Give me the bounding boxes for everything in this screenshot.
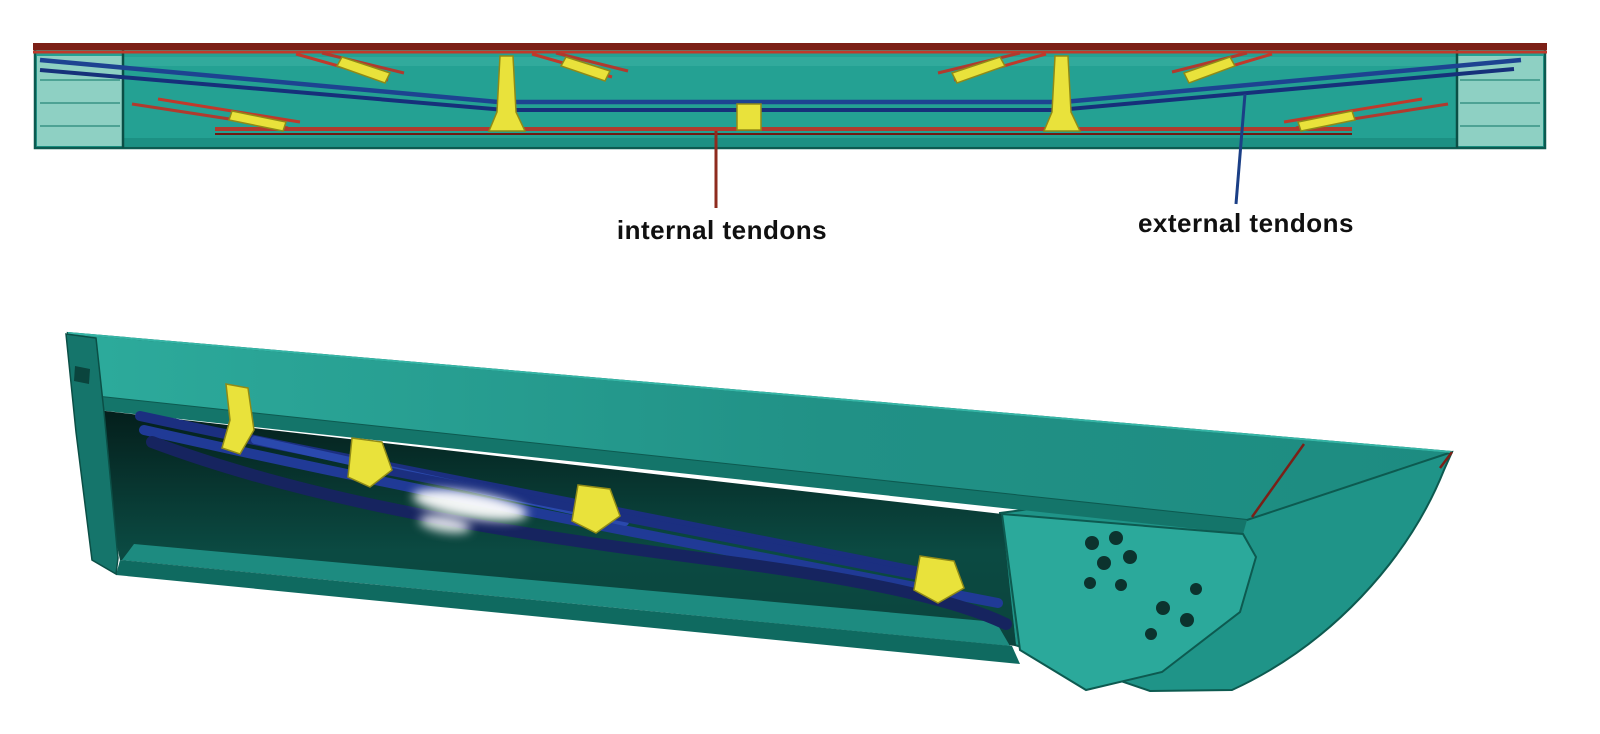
external-tendons-label: external tendons [1137, 208, 1355, 238]
segment-joint-line [1250, 443, 1306, 518]
highlight-glare-small [419, 515, 471, 533]
deviator-mid [736, 103, 762, 131]
left-end-notch [74, 366, 90, 384]
deviator-3d-1 [221, 383, 255, 455]
external-tendons [39, 57, 1522, 112]
segment-joint-tip [1439, 451, 1453, 469]
highlight-glare [412, 489, 528, 521]
deviators-3d [221, 383, 965, 604]
bottom-slab [122, 544, 1010, 646]
internal-tendon-top [33, 43, 1547, 50]
anchor-blister-top-1 [295, 51, 405, 84]
deviator-3d-3 [571, 484, 621, 534]
anchor-blister-top-4 [1171, 51, 1273, 84]
tendon-duct-holes [1084, 531, 1202, 640]
deviators-elevation [487, 55, 1082, 132]
internal-tendons-label: internal tendons [616, 215, 828, 245]
isometric-view [65, 331, 1454, 693]
deviator-left [487, 55, 527, 132]
deviator-3d-2 [347, 437, 393, 488]
deviator-3d-4 [913, 555, 965, 604]
anchor-blister-bottom-right [1283, 97, 1449, 132]
external-leader-line [1234, 93, 1247, 205]
girder-bottom-shade [37, 138, 1543, 147]
anchor-blister-top-2 [531, 51, 629, 82]
deck-cut-edge [88, 396, 1247, 534]
elevation-view [33, 43, 1547, 208]
cross-section-face [1000, 512, 1258, 692]
external-tendon-2 [39, 67, 1515, 112]
external-tendon-1 [39, 57, 1522, 105]
anchor-blister-bottom-left [131, 97, 301, 132]
deviator-right [1042, 55, 1082, 132]
deck-far-edge-highlight [67, 332, 1453, 453]
girder-top-shade [37, 57, 1543, 66]
anchor-blister-top-3 [937, 51, 1047, 84]
bottom-flange-edge [116, 560, 1020, 664]
left-end-face [65, 333, 119, 576]
internal-tendons [33, 43, 1547, 135]
